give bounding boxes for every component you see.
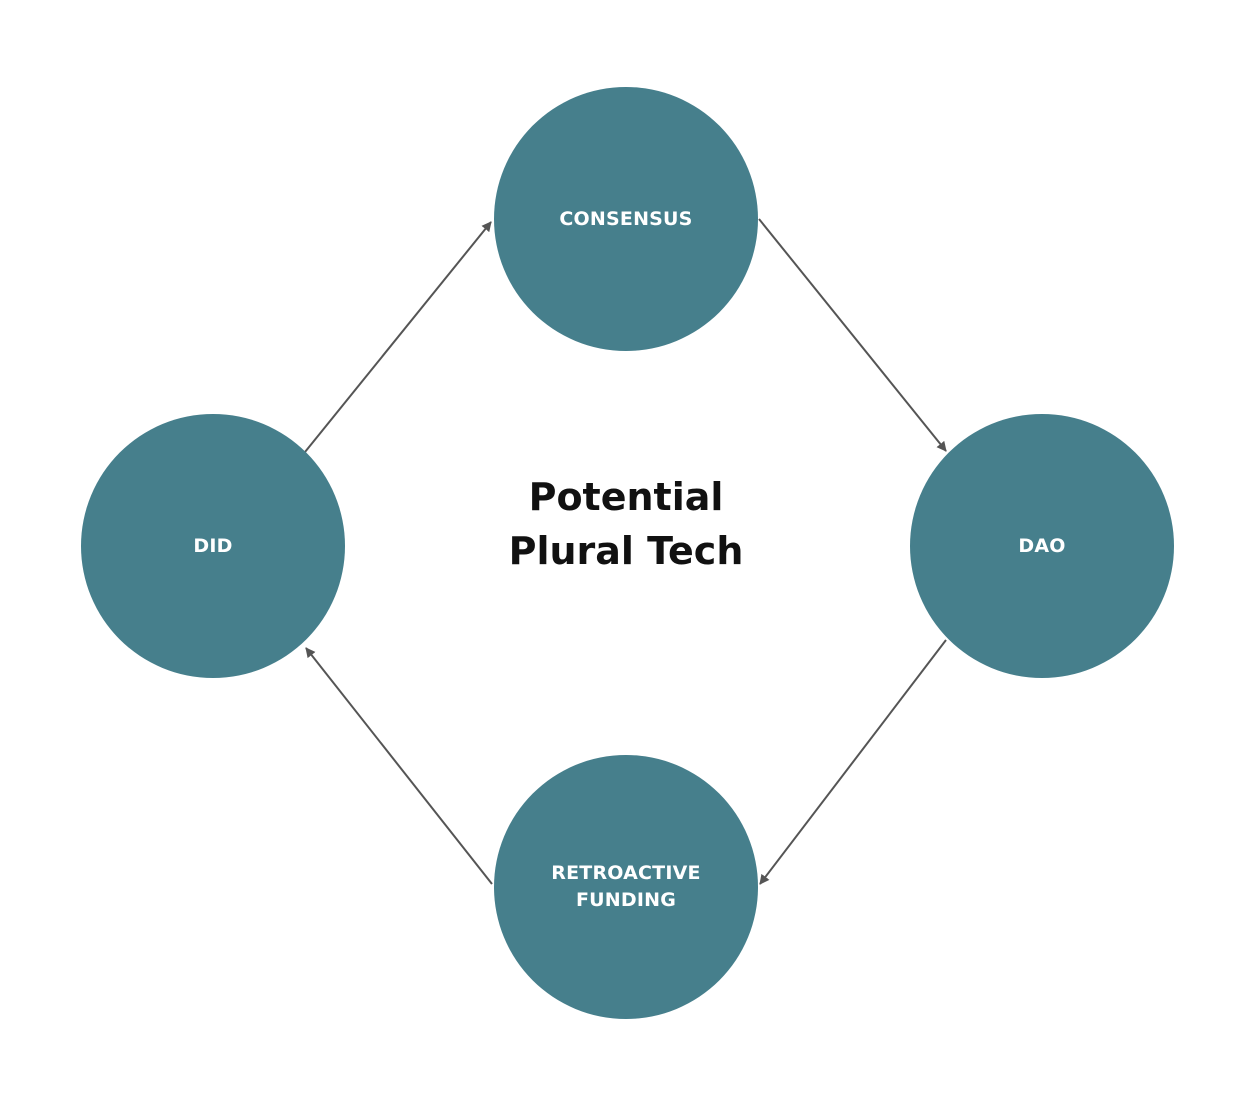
- diagram-title-line1: Potential: [528, 475, 724, 519]
- node-did-label: DID: [193, 534, 233, 557]
- arrow-dao-to-retroactive-funding: [759, 639, 947, 885]
- node-dao: DAO: [910, 414, 1174, 678]
- diagram-title: Potential Plural Tech: [476, 470, 776, 578]
- diagram-title-line2: Plural Tech: [508, 529, 744, 573]
- node-consensus-label: CONSENSUS: [559, 207, 693, 230]
- edges-group: [304, 218, 947, 885]
- node-consensus: CONSENSUS: [494, 87, 758, 351]
- arrow-consensus-to-dao: [758, 218, 947, 452]
- arrow-did-to-consensus: [304, 221, 492, 453]
- node-did: DID: [81, 414, 345, 678]
- node-retroactive-funding: RETROACTIVE FUNDING: [494, 755, 758, 1019]
- node-retroactive-funding-label: RETROACTIVE FUNDING: [551, 862, 701, 911]
- node-dao-label: DAO: [1018, 534, 1066, 557]
- arrow-retroactive-funding-to-did: [305, 647, 493, 885]
